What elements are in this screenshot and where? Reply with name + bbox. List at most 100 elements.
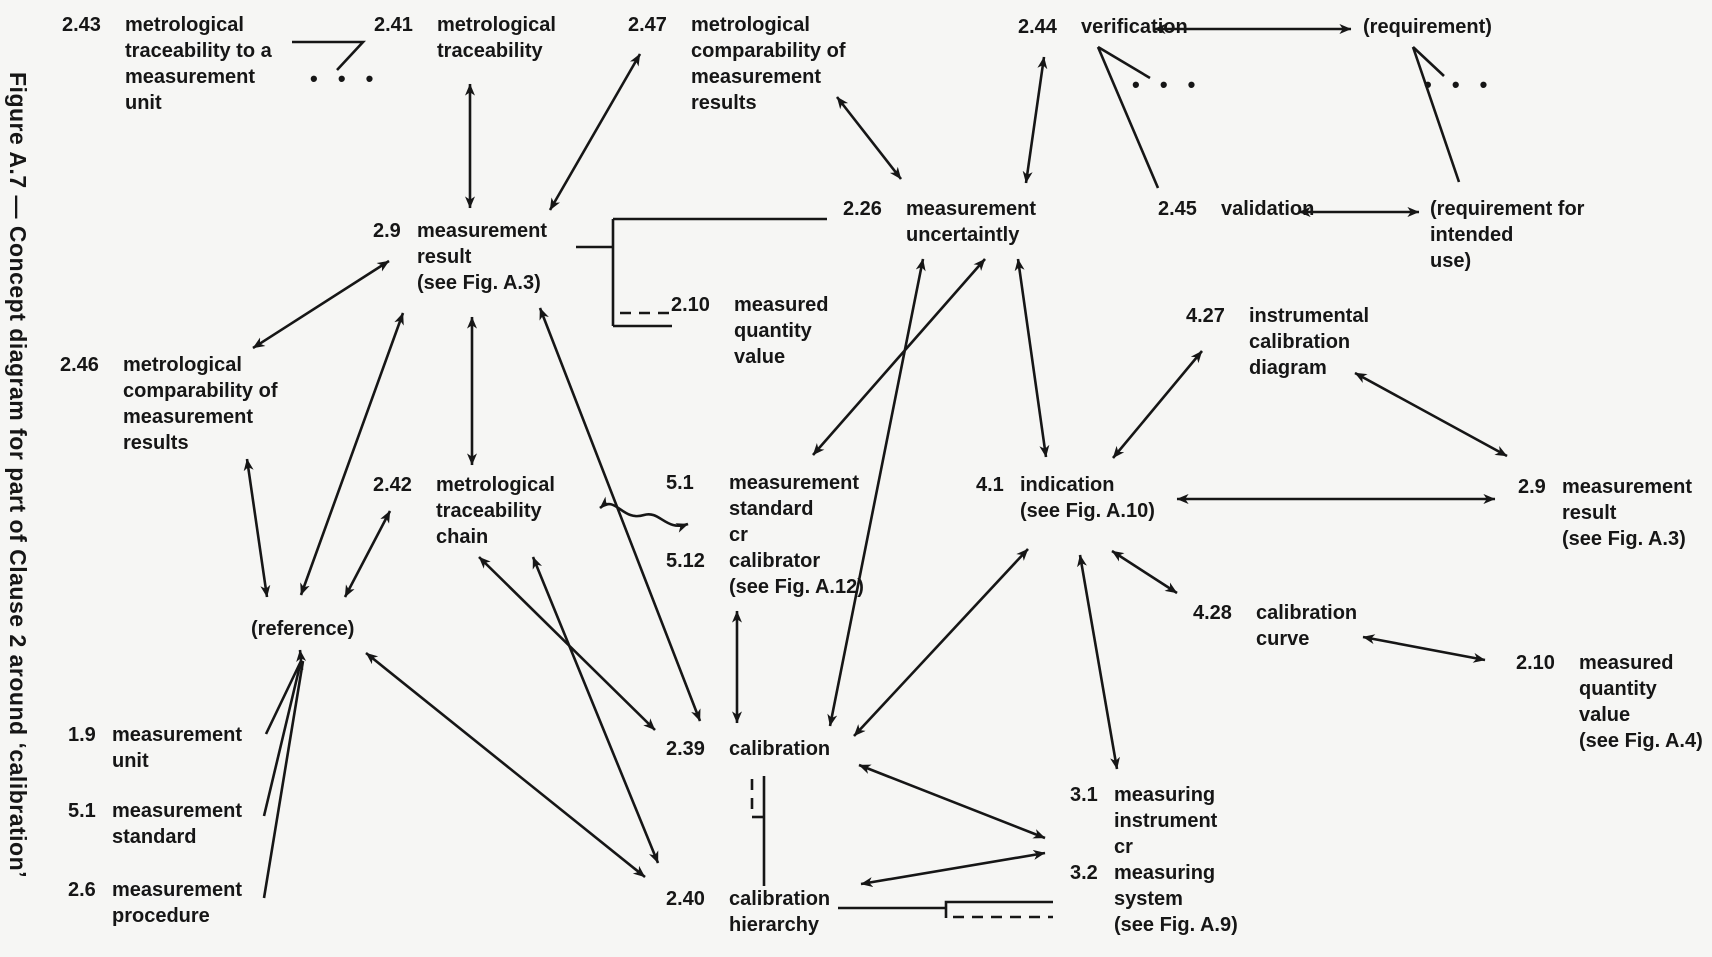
concept-term: measurement standard cr bbox=[729, 472, 860, 546]
connector-curve-4.28--value-2.10-right bbox=[1362, 634, 1486, 663]
connector-uncertainty-2.26--standard-5.1 bbox=[812, 258, 986, 456]
concept-row: 5.1 measurement standard cr bbox=[666, 470, 864, 548]
concept-term: measured quantity value (see Fig. A.4) bbox=[1579, 652, 1703, 752]
connector-terms--reference-arrow bbox=[296, 649, 307, 671]
concept-4.28-calibration-curve: 4.28 calibration curve bbox=[1193, 600, 1357, 652]
connector-comparability-2.46--reference bbox=[243, 458, 271, 598]
partition-ellipsis-icon: • • • bbox=[1132, 72, 1202, 97]
concept-term: calibrator (see Fig. A.12) bbox=[729, 550, 864, 598]
concept-number: 2.39 bbox=[666, 738, 705, 760]
concept-term: measuring system (see Fig. A.9) bbox=[1114, 862, 1238, 936]
concept-number: 2.43 bbox=[62, 14, 101, 36]
connector-uncertainty-2.26--verification-2.44 bbox=[1022, 56, 1048, 184]
concept-term: metrological comparability of measuremen… bbox=[123, 354, 278, 454]
concept-2.41-metrological-traceability: 2.41 metrological traceability bbox=[374, 12, 556, 64]
concept-term: measurement result (see Fig. A.3) bbox=[1562, 476, 1693, 550]
concept-row: 3.1 measuring instrument cr bbox=[1070, 782, 1238, 860]
concept-term: measurement result (see Fig. A.3) bbox=[417, 220, 548, 294]
concept-2.47-metrological-comparability: 2.47 metrological comparability of measu… bbox=[628, 12, 845, 116]
concept-number: 4.1 bbox=[976, 474, 1004, 496]
concept-number: 2.46 bbox=[60, 354, 99, 376]
concept-row: 5.12 calibrator (see Fig. A.12) bbox=[666, 548, 864, 600]
connector-indication-4.1--curve-4.28 bbox=[1111, 549, 1178, 595]
concept-number: 2.9 bbox=[373, 220, 401, 242]
concept-number: 3.1 bbox=[1070, 784, 1098, 806]
concept-number: 2.6 bbox=[68, 879, 96, 901]
connector-chain-2.42--calibration-2.39 bbox=[478, 556, 656, 731]
concept-term: instrumental calibration diagram bbox=[1249, 305, 1370, 379]
concept-number: 2.42 bbox=[373, 474, 412, 496]
concept-2.45-validation: 2.45 validation bbox=[1158, 196, 1314, 222]
connector-comparability-2.47--result-2.9 bbox=[548, 53, 642, 211]
concept-term: metrological traceability chain bbox=[436, 474, 555, 548]
concept-term: validation bbox=[1221, 198, 1315, 220]
connector-fork-2.44--validation bbox=[1096, 46, 1160, 189]
concept-term: verification bbox=[1081, 16, 1188, 38]
concept-3.1-measuring-instrument-3.2-measuring-system: 3.1 measuring instrument cr 3.2 measurin… bbox=[1070, 782, 1238, 938]
concept-2.9-measurement-result-left: 2.9 measurement result (see Fig. A.3) bbox=[373, 218, 547, 296]
concept-term: measurement unit bbox=[112, 724, 243, 772]
connector-comparability-2.47--uncertainty-2.26 bbox=[835, 96, 903, 180]
concept-number: 3.2 bbox=[1070, 862, 1098, 884]
partition-ellipsis-icon: • • • bbox=[1424, 72, 1494, 97]
connector-indication-4.1--instrument-3.1 bbox=[1077, 554, 1120, 770]
connector-procedure-2.6--reference bbox=[262, 660, 305, 899]
concept-term: measurement uncertaintly bbox=[906, 198, 1037, 246]
concept-term: measurement standard bbox=[112, 800, 243, 848]
concept-2.9-measurement-result-right: 2.9 measurement result (see Fig. A.3) bbox=[1518, 474, 1692, 552]
concept-term: calibration bbox=[729, 738, 831, 760]
concept-2.10-measured-quantity-value-right: 2.10 measured quantity value (see Fig. A… bbox=[1516, 650, 1703, 754]
connector-hierarchy-2.40--instrument-3.1 bbox=[860, 849, 1046, 888]
connector-comb-2.40-bracket bbox=[944, 900, 1053, 918]
concept-number: 1.9 bbox=[68, 724, 96, 746]
concept-number: 2.41 bbox=[374, 14, 413, 36]
connector-uncertainty-2.26--indication-4.1 bbox=[1014, 258, 1050, 458]
concept-term: measuring instrument cr bbox=[1114, 784, 1218, 858]
concept-2.6-measurement-procedure: 2.6 measurement procedure bbox=[68, 877, 242, 929]
connector-result-2.9--reference bbox=[299, 312, 405, 596]
concept-number: 4.27 bbox=[1186, 305, 1225, 327]
concept-term: metrological traceability bbox=[437, 14, 556, 62]
connector-diagram-4.27--result-2.9-right bbox=[1354, 371, 1508, 458]
concept-number: 5.1 bbox=[68, 800, 96, 822]
concept-1.9-measurement-unit: 1.9 measurement unit bbox=[68, 722, 242, 774]
concept-2.44-verification: 2.44 verification bbox=[1018, 14, 1188, 40]
connector-chain-2.42--hierarchy-2.40 bbox=[531, 556, 660, 864]
concept-term: calibration hierarchy bbox=[729, 888, 831, 936]
concept-2.39-calibration: 2.39 calibration bbox=[666, 736, 830, 762]
concept-2.43-metrological-traceability-to-unit: 2.43 metrological traceability to a meas… bbox=[62, 12, 272, 116]
concept-2.10-measured-quantity-value-mid: 2.10 measured quantity value bbox=[671, 292, 829, 370]
concept-term: measured quantity value bbox=[734, 294, 829, 368]
concept-term: indication (see Fig. A.10) bbox=[1020, 474, 1155, 522]
concept-term: metrological traceability to a measureme… bbox=[125, 14, 272, 114]
concept-2.46-metrological-comparability-left: 2.46 metrological comparability of measu… bbox=[60, 352, 277, 456]
connector-comparability-2.46--result-2.9 bbox=[252, 259, 390, 350]
concept-5.1-measurement-standard-5.12-calibrator: 5.1 measurement standard cr 5.12 calibra… bbox=[666, 470, 864, 600]
concept-term: calibration curve bbox=[1256, 602, 1358, 650]
concept-number: 5.1 bbox=[666, 472, 694, 494]
concept-term: measurement procedure bbox=[112, 879, 243, 927]
concept-number: 2.47 bbox=[628, 14, 667, 36]
concept-term: metrological comparability of measuremen… bbox=[691, 14, 846, 114]
connector-fork-requirement--intended bbox=[1411, 46, 1461, 183]
concept-4.27-instrumental-calibration-diagram: 4.27 instrumental calibration diagram bbox=[1186, 303, 1369, 381]
connector-indication-4.1--calibration-2.39 bbox=[853, 548, 1029, 737]
concept-number: 2.45 bbox=[1158, 198, 1197, 220]
concept-reference: (reference) bbox=[251, 618, 355, 640]
concept-requirement: (requirement) bbox=[1363, 16, 1492, 38]
concept-2.40-calibration-hierarchy: 2.40 calibration hierarchy bbox=[666, 886, 830, 938]
concept-number: 2.9 bbox=[1518, 476, 1546, 498]
connector-reference--hierarchy-2.40 bbox=[365, 651, 646, 879]
concept-number: 2.10 bbox=[671, 294, 710, 316]
connector-standard-5.1--reference bbox=[262, 660, 303, 817]
concept-number: 2.44 bbox=[1018, 16, 1057, 38]
concept-requirement-for-intended-use: (requirement for intended use) bbox=[1430, 198, 1585, 272]
concept-number: 2.10 bbox=[1516, 652, 1555, 674]
concept-number: 2.26 bbox=[843, 198, 882, 220]
figure-caption: Figure A.7 — Concept diagram for part of… bbox=[5, 72, 31, 879]
concept-2.26-measurement-uncertainty: 2.26 measurement uncertaintly bbox=[843, 196, 1036, 248]
concept-2.42-metrological-traceability-chain: 2.42 metrological traceability chain bbox=[373, 472, 555, 550]
concept-4.1-indication: 4.1 indication (see Fig. A.10) bbox=[976, 472, 1155, 524]
connector-unit-1.9--reference bbox=[264, 660, 303, 735]
